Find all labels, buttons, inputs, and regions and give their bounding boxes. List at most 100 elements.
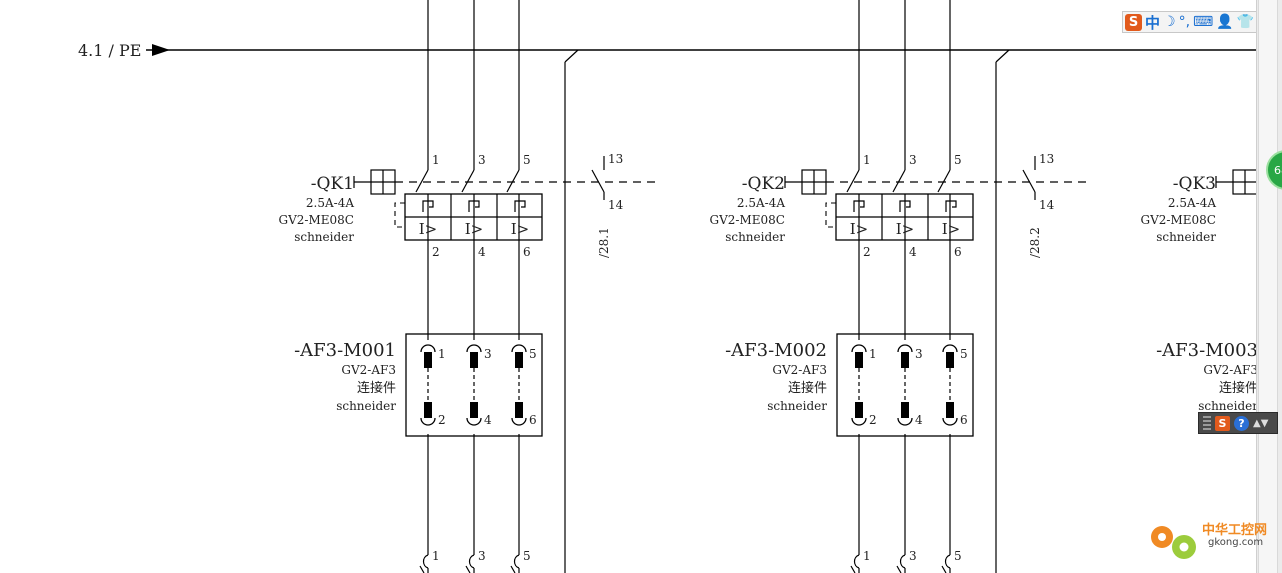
connector-terminal-top: 1 [438,347,446,361]
connector-socket-top [942,344,958,353]
connector-pin-bottom [946,402,954,418]
breaker-terminal-bottom: 4 [909,245,917,259]
connector-pin-top [946,352,954,368]
cable-tick [465,565,471,573]
magnetic-trip-symbol: I> [419,220,438,238]
cross-reference: /28.2 [1028,227,1042,258]
breaker-terminal-bottom: 2 [863,245,871,259]
connector-pin-bottom [515,402,523,418]
breaker-terminal-bottom: 6 [523,245,531,259]
moon-icon[interactable]: ☽ [1163,14,1176,30]
connector-pin-top [424,352,432,368]
connector-tag: -AF3-M001 [294,340,396,361]
breaker-model: GV2-ME08C [1141,213,1216,227]
breaker-rating: 2.5A-4A [737,196,785,210]
thermal-trip-symbol [899,200,911,212]
connector-socket-bottom [851,417,867,426]
connector-description: 连接件 [788,380,827,396]
connector-tag: -AF3-M003 [1156,340,1258,361]
connector-terminal-top: 5 [960,347,968,361]
breaker-model: GV2-ME08C [279,213,354,227]
connector-pin-bottom [901,402,909,418]
magnetic-trip-symbol: I> [896,220,915,238]
connector-terminal-top: 3 [915,347,923,361]
ime-mini-toolbar[interactable]: S ? ▲▼ [1198,412,1278,434]
connector-pin-top [470,352,478,368]
thermal-trip-symbol [468,200,480,212]
cable-tick [850,565,856,573]
breaker-terminal-bottom: 2 [432,245,440,259]
cross-reference: /28.1 [597,227,611,258]
breaker-terminal-bottom: 4 [478,245,486,259]
connector-socket-top [420,344,436,353]
breaker-terminal-top: 5 [954,153,962,167]
connector-body [836,333,974,437]
sogou-logo-icon[interactable]: S [1125,13,1142,31]
magnetic-trip-symbol: I> [465,220,484,238]
connector-terminal-bottom: 2 [438,413,446,427]
drag-grip-icon[interactable] [1203,416,1211,430]
cable-tick [419,565,425,573]
aux-terminal-bottom: 14 [1039,198,1055,212]
breaker-contact-blade [415,169,429,193]
magnetic-trip-symbol: I> [942,220,961,238]
connector-maker: schneider [336,399,396,413]
breaker-tag: -QK3 [1173,174,1216,194]
connector-terminal-top: 1 [869,347,877,361]
socket-symbol-lower [944,554,951,569]
keyboard-icon[interactable]: ⌨ [1193,14,1214,30]
connector-model: GV2-AF3 [1203,363,1258,377]
connector-terminal-bottom: 6 [529,413,537,427]
help-icon[interactable]: ? [1234,415,1249,431]
gkong-watermark: 中华工控网 gkong.com [1146,515,1274,565]
breaker-terminal-top: 3 [478,153,486,167]
scrollbar-thumb[interactable] [1258,0,1278,573]
connector-pin-bottom [855,402,863,418]
breaker-contact-blade [937,169,951,193]
connector-socket-bottom [942,417,958,426]
connector-description: 连接件 [1219,380,1258,396]
aux-terminal-bottom: 14 [608,198,624,212]
thermal-trip-symbol [945,200,957,212]
breaker-terminal-top: 1 [432,153,440,167]
connector-pin-top [855,352,863,368]
connector-maker: schneider [767,399,827,413]
aux-contact-blade [591,169,605,193]
breaker-model: GV2-ME08C [710,213,785,227]
trip-linkage [394,202,405,228]
thermal-trip-symbol [514,200,526,212]
breaker-terminal-top: 5 [523,153,531,167]
connector-terminal-lower: 3 [478,549,486,563]
expand-arrow-icon[interactable]: ▲▼ [1253,417,1269,429]
breaker-terminal-top: 1 [863,153,871,167]
breaker-maker: schneider [725,230,785,244]
connector-terminal-top: 5 [529,347,537,361]
magnetic-trip-symbol: I> [850,220,869,238]
cable-tick [510,565,516,573]
connector-terminal-top: 3 [484,347,492,361]
socket-symbol-lower [468,554,475,569]
breaker-contact-blade [846,169,860,193]
punctuation-icon[interactable]: °, [1178,14,1191,30]
pe-junction [995,49,1010,63]
user-icon[interactable]: 👤 [1216,14,1234,30]
connector-terminal-bottom: 4 [915,413,923,427]
breaker-rating: 2.5A-4A [306,196,354,210]
breaker-rating: 2.5A-4A [1168,196,1216,210]
connector-socket-bottom [466,417,482,426]
breaker-terminal-top: 3 [909,153,917,167]
thermal-trip-symbol [853,200,865,212]
connector-terminal-bottom: 2 [869,413,877,427]
shirt-icon[interactable]: 👕 [1236,14,1255,30]
watermark-cn-text: 中华工控网 [1202,523,1268,538]
sogou-mini-logo-icon[interactable]: S [1215,415,1230,431]
connector-maker: schneider [1198,399,1258,413]
pe-junction [564,49,579,63]
trip-linkage [825,202,836,228]
connector-socket-top [466,344,482,353]
connector-tag: -AF3-M002 [725,340,827,361]
ime-chinese-mode-button[interactable]: 中 [1145,13,1161,32]
connector-terminal-lower: 5 [954,549,962,563]
connector-terminal-lower: 1 [863,549,871,563]
